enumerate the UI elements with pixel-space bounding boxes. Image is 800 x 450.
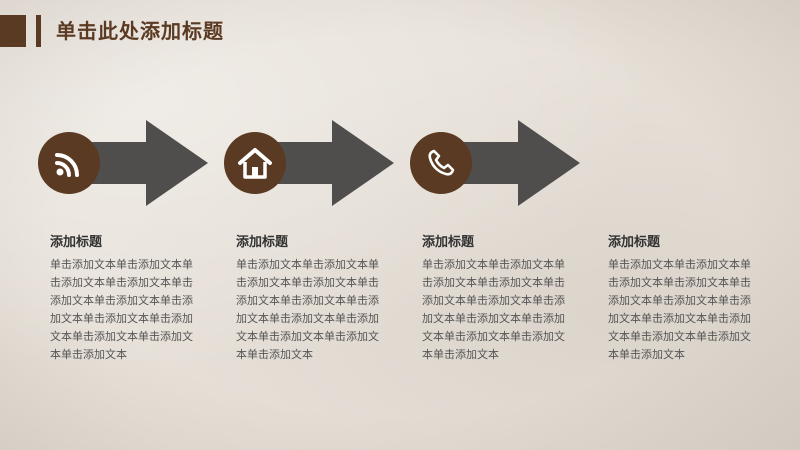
wifi-icon (55, 153, 79, 177)
arrow-right-icon (68, 120, 208, 206)
text-column-1: 添加标题 单击添加文本单击添加文本单击添加文本单击添加文本单击添加文本单击添加文… (50, 232, 200, 364)
header-accent-bar (36, 15, 41, 47)
header-color-block (0, 15, 26, 47)
column-heading[interactable]: 添加标题 (50, 235, 103, 250)
column-heading[interactable]: 添加标题 (422, 235, 475, 250)
arrow-right-icon (254, 120, 394, 206)
column-body-text[interactable]: 单击添加文本单击添加文本单击添加文本单击添加文本单击添加文本单击添加文本单击添加… (50, 258, 193, 361)
text-column-2: 添加标题 单击添加文本单击添加文本单击添加文本单击添加文本单击添加文本单击添加文… (236, 232, 386, 364)
text-column-3: 添加标题 单击添加文本单击添加文本单击添加文本单击添加文本单击添加文本单击添加文… (422, 232, 572, 364)
process-step-2 (224, 118, 396, 208)
home-icon (238, 148, 272, 179)
phone-icon (428, 149, 455, 176)
column-body-text[interactable]: 单击添加文本单击添加文本单击添加文本单击添加文本单击添加文本单击添加文本单击添加… (608, 258, 751, 361)
arrow-right-icon (440, 120, 580, 206)
step-icon-circle (410, 132, 472, 194)
page-title[interactable]: 单击此处添加标题 (56, 19, 224, 43)
column-body-text[interactable]: 单击添加文本单击添加文本单击添加文本单击添加文本单击添加文本单击添加文本单击添加… (236, 258, 379, 361)
process-step-3 (410, 118, 582, 208)
column-body-text[interactable]: 单击添加文本单击添加文本单击添加文本单击添加文本单击添加文本单击添加文本单击添加… (422, 258, 565, 361)
column-heading[interactable]: 添加标题 (236, 235, 289, 250)
column-heading[interactable]: 添加标题 (608, 235, 661, 250)
process-step-1 (38, 118, 210, 208)
step-icon-circle (224, 132, 286, 194)
step-icon-circle (38, 132, 100, 194)
text-column-4: 添加标题 单击添加文本单击添加文本单击添加文本单击添加文本单击添加文本单击添加文… (608, 232, 758, 364)
